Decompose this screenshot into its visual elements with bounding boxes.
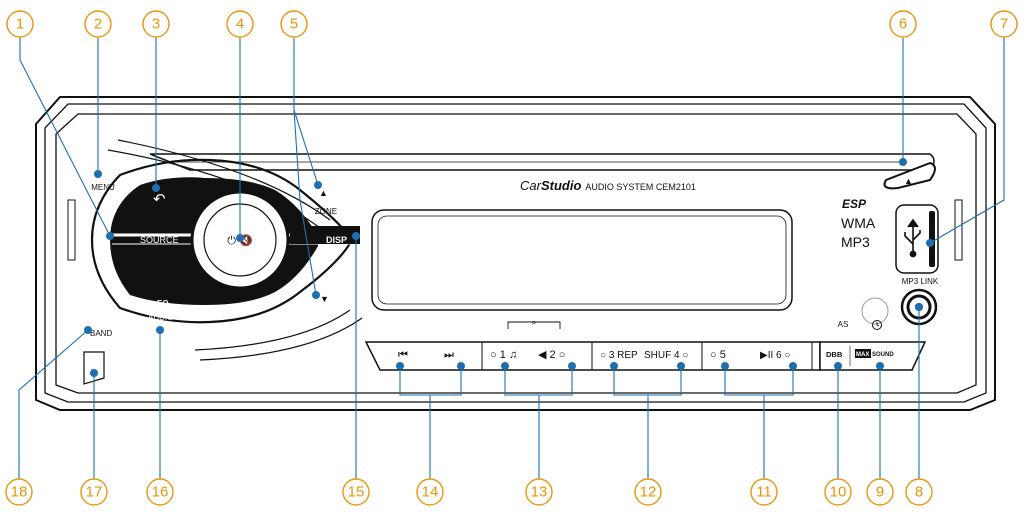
callout-18: 18 [11,484,28,501]
preset-bar [364,341,927,371]
esp-badge: ESP [842,197,867,211]
eq-label: EQ [157,299,169,308]
callout-17: 17 [86,484,103,501]
menu-label: MENU [91,183,115,192]
preset-5-button[interactable]: ○ 5 [710,349,726,361]
maxsound-max-label: MAX [856,352,869,358]
callout-8: 8 [915,484,923,501]
callout-5: 5 [290,16,298,33]
mp3-link-label: MP3 LINK [902,277,939,286]
eject-button[interactable] [883,161,936,190]
callout-14: 14 [422,484,439,501]
callout-11: 11 [756,484,772,501]
as-label: AS [838,320,849,329]
zone-label: ZONE [315,207,337,216]
callout-3: 3 [152,16,160,33]
wma-badge: WMA [841,215,876,231]
next-track-button[interactable]: ⏭ [444,349,454,361]
callout-15: 15 [348,484,365,501]
callout-4: 4 [236,16,244,33]
usb-icon [904,218,921,258]
callout-9: 9 [876,484,884,501]
callout-10: 10 [830,484,847,501]
source-button[interactable]: SOURCE [140,235,179,245]
maxsound-button[interactable]: SOUND [872,352,894,358]
callout-badges [5,10,1018,506]
usb-port[interactable] [895,204,939,274]
callout-6: 6 [899,16,907,33]
preset-6-button[interactable]: ▶II 6 ○ [760,350,790,361]
disp-button[interactable]: DISP [326,235,347,245]
lcd-display [371,209,793,311]
band-label: BAND [90,329,112,338]
preset-1-button[interactable]: ○ 1 ♫ [490,349,517,361]
audio-button[interactable]: AUDIO [148,313,173,322]
preset-3-button[interactable]: ○ 3 REP [600,350,638,361]
back-button[interactable]: ↶ [153,191,166,208]
svg-text:⌕: ⌕ [531,317,536,327]
leader-lines [18,38,1005,482]
mp3-badge: MP3 [841,234,870,250]
clock-icon [872,320,882,330]
callout-16: 16 [152,484,169,501]
zone-up-arrow[interactable]: ▲ [319,188,328,198]
callout-1: 1 [16,16,24,33]
dbb-button[interactable]: DBB [826,350,843,359]
callout-dots [84,158,934,377]
eject-symbol: ▲ [904,176,913,186]
callout-13: 13 [531,484,548,501]
preset-2-button[interactable]: ◀ 2 ○ [538,349,565,361]
callout-12: 12 [640,484,657,501]
preset-4-button[interactable]: SHUF 4 ○ [644,350,688,361]
ir-sensor [861,297,889,325]
down-button[interactable]: ▼ [320,294,329,304]
callout-2: 2 [94,16,102,33]
search-bracket: ⌕ [507,317,561,329]
callout-7: 7 [1000,16,1008,33]
prev-track-button[interactable]: ⏮ [398,349,408,361]
